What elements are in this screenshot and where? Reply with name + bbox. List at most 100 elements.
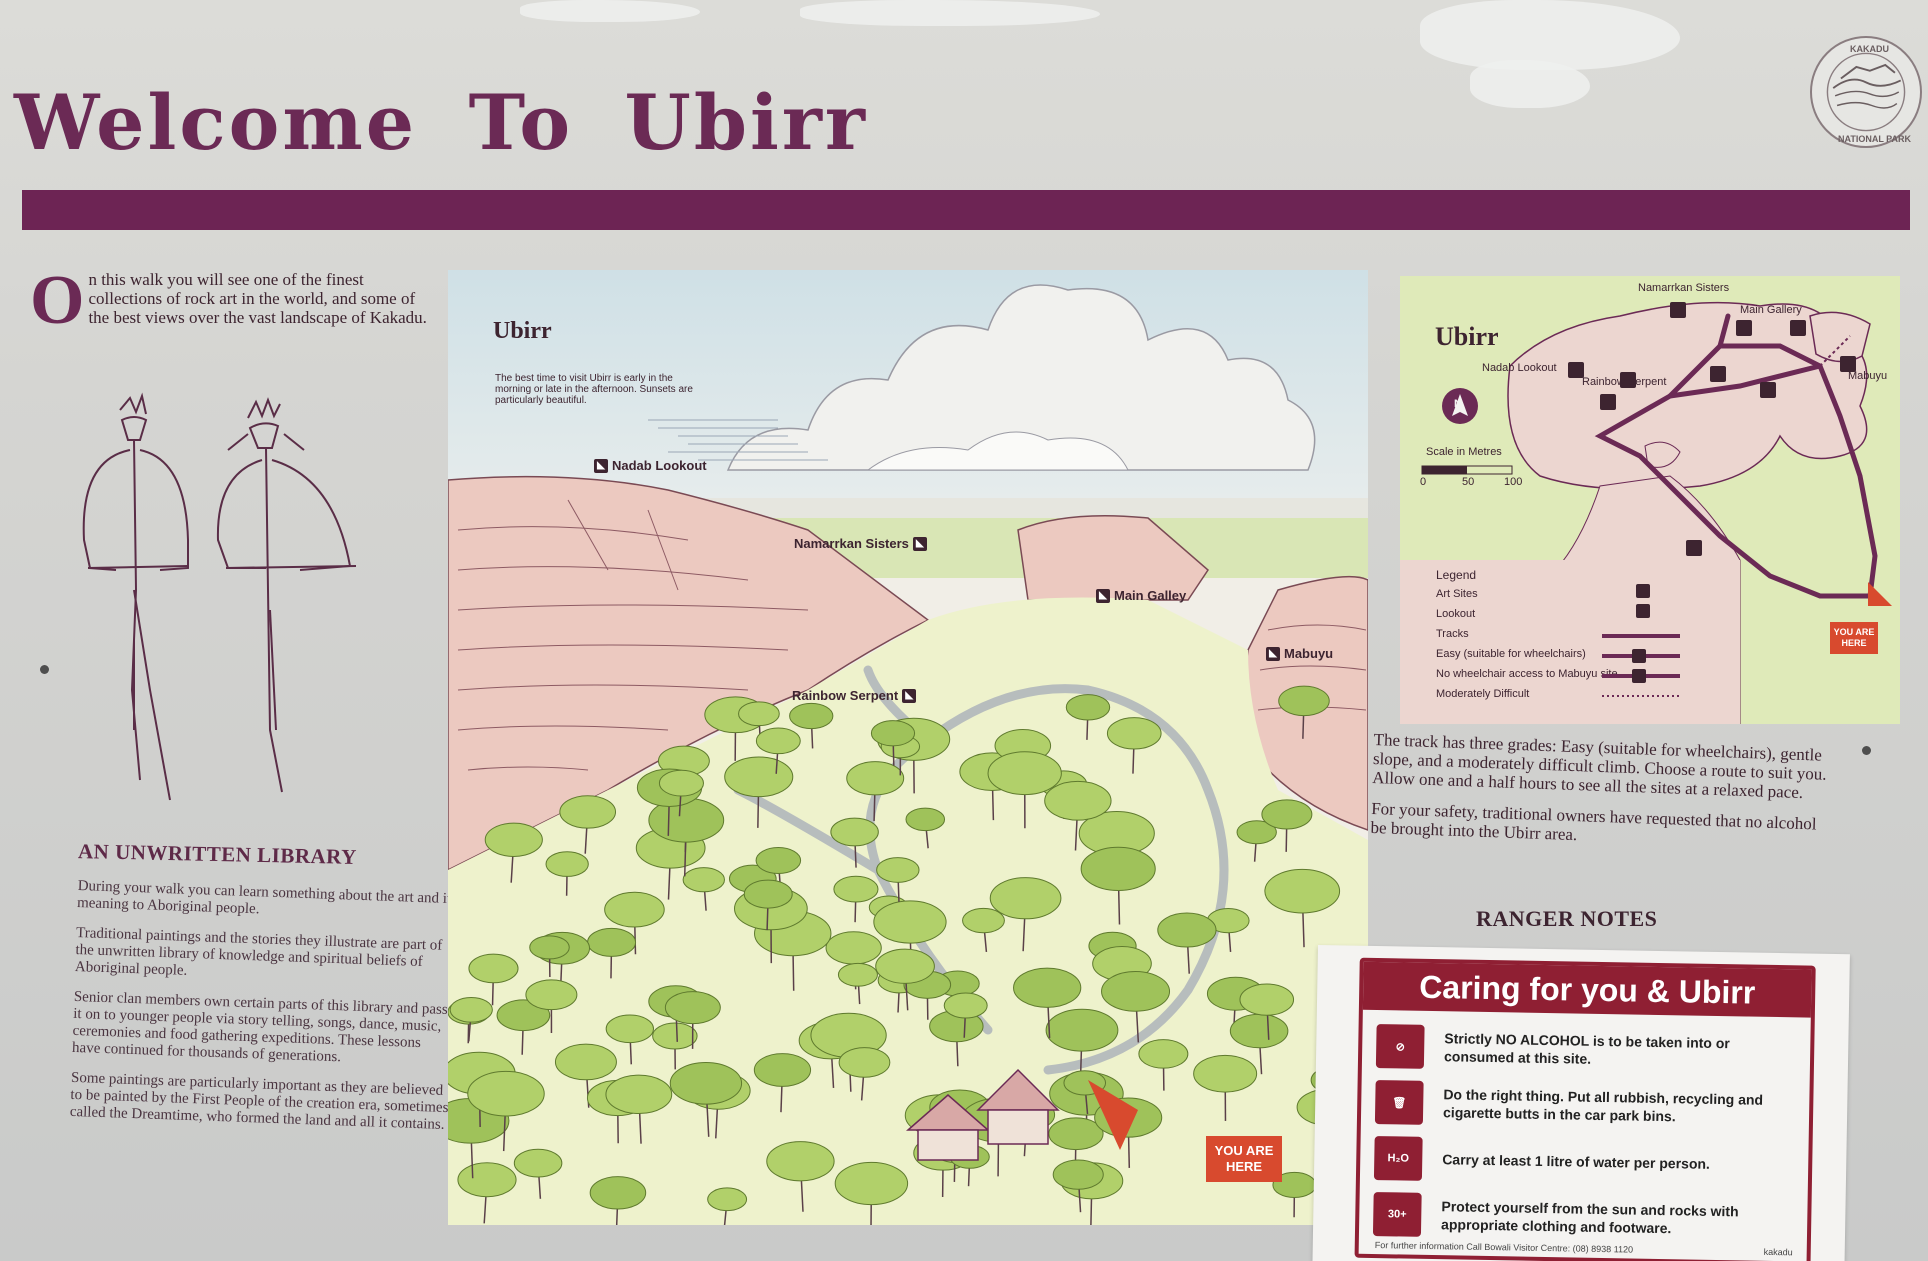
tree-canopy: [1157, 912, 1217, 948]
kakadu-brand: kakadu: [1763, 1246, 1793, 1258]
caring-heading: Caring for you & Ubirr: [1362, 961, 1812, 1018]
tree-canopy: [605, 1014, 655, 1044]
tree-canopy: [496, 999, 551, 1032]
scene-note: The best time to visit Ubirr is early in…: [495, 373, 693, 406]
library-paragraph: Traditional paintings and the stories th…: [74, 924, 443, 979]
label-rainbow-serpent: Rainbow Serpent ◣: [792, 688, 917, 703]
tree-canopy: [484, 822, 543, 857]
logo-top-text: KAKADU: [1850, 44, 1889, 54]
tree-canopy: [457, 1162, 517, 1198]
label-text: Mabuyu: [1284, 646, 1334, 661]
tree-canopy: [513, 1148, 563, 1178]
tree-canopy: [755, 727, 801, 755]
map-label-rainbow: Rainbow Serpent: [1582, 376, 1667, 388]
tree-canopy: [830, 817, 879, 847]
library-paragraph: During your walk you can learn something…: [76, 878, 458, 918]
tree-canopy: [833, 875, 879, 903]
tree-canopy: [1264, 868, 1341, 914]
legend-item: Easy (suitable for wheelchairs): [1436, 648, 1586, 660]
legend-item: No wheelchair access to Mabuyu site: [1436, 668, 1618, 680]
caring-notice-frame: Caring for you & Ubirr ⊘ Strictly NO ALC…: [1354, 957, 1816, 1261]
tree-canopy: [738, 701, 780, 727]
legend-item: Art Sites: [1436, 588, 1478, 600]
tree-canopy: [837, 962, 878, 987]
tree-canopy: [825, 931, 882, 965]
scale-tick: 0: [1420, 476, 1427, 488]
scale-title: Scale in Metres: [1426, 446, 1502, 458]
tree-canopy: [1080, 846, 1156, 892]
map-label-nadab: Nadab Lookout: [1482, 362, 1557, 374]
tree-canopy: [449, 996, 493, 1023]
ranger-notes-heading: RANGER NOTES: [1476, 906, 1658, 931]
tree-canopy: [604, 891, 665, 928]
safety-paragraph: For your safety, traditional owners have…: [1370, 798, 1817, 845]
map-label-namarrkan: Namarrkan Sisters: [1638, 282, 1730, 294]
water-icon: H₂O: [1373, 1136, 1423, 1181]
tree-canopy: [1045, 1008, 1119, 1052]
tree-canopy: [834, 1161, 909, 1206]
rule-text: Protect yourself from the sun and rocks …: [1441, 1198, 1739, 1237]
library-text: During your walk you can learn something…: [69, 878, 458, 1147]
library-heading: AN UNWRITTEN LIBRARY: [77, 839, 358, 869]
label-text: Rainbow Serpent: [792, 688, 899, 703]
peeling-paint: [520, 0, 700, 22]
tree-canopy: [1138, 1039, 1189, 1069]
track-description: The track has three grades: Easy (suitab…: [1370, 730, 1834, 865]
peeling-paint: [800, 0, 1100, 26]
rule-text: Do the right thing. Put all rubbish, rec…: [1442, 1086, 1764, 1125]
mounting-screw: [40, 665, 49, 674]
label-text: Nadab Lookout: [612, 458, 707, 473]
tree-canopy: [529, 935, 570, 960]
tree-canopy: [876, 857, 920, 883]
tree-canopy: [755, 846, 802, 874]
tree-canopy: [1048, 1117, 1104, 1151]
tree-canopy: [905, 807, 946, 832]
ubirr-track-map: Ubirr Namarrkan Sisters Main Gallery Nad…: [1400, 276, 1900, 724]
track-paragraph: The track has three grades: Easy (suitab…: [1372, 730, 1827, 803]
you-are-here-marker: YOU ARE HERE: [1206, 1136, 1282, 1182]
rule-row: ⊘ Strictly NO ALCOHOL is to be taken int…: [1375, 1024, 1789, 1075]
logo-bottom-text: NATIONAL PARK: [1838, 134, 1911, 144]
legend-heading: Legend: [1436, 568, 1477, 582]
ubirr-illustration: Ubirr The best time to visit Ubirr is ea…: [448, 270, 1368, 1225]
sun-protection-icon: 30+: [1372, 1192, 1422, 1237]
peeling-paint: [1470, 60, 1590, 108]
intro-paragraph: O n this walk you will see one of the fi…: [30, 266, 430, 336]
rule-text: Carry at least 1 litre of water per pers…: [1442, 1151, 1711, 1172]
tree-canopy: [605, 1074, 673, 1115]
art-site-icon: ◣: [594, 458, 608, 473]
label-namarrkan-sisters: Namarrkan Sisters ◣: [794, 536, 927, 551]
map-legend: Legend Art Sites Lookout Tracks Easy (su…: [1400, 560, 1740, 724]
mounting-screw: [1862, 746, 1871, 755]
tree-canopy: [1278, 685, 1330, 717]
tree-canopy: [724, 756, 794, 798]
tree-canopy: [943, 992, 988, 1019]
tree-canopy: [652, 1022, 698, 1050]
tree-canopy: [838, 1047, 891, 1078]
library-paragraph: Some paintings are particularly importan…: [69, 1069, 449, 1133]
tree-canopy: [789, 702, 834, 730]
rule-text: Strictly NO ALCOHOL is to be taken into …: [1443, 1030, 1730, 1067]
tree-canopy: [870, 720, 916, 747]
tree-canopy: [1239, 983, 1295, 1016]
art-site-icon: ◣: [1266, 646, 1280, 661]
tree-canopy: [1065, 694, 1111, 721]
tree-canopy: [658, 769, 704, 797]
tree-canopy: [1106, 717, 1162, 750]
map-you-are-here-marker: YOU ARE HERE: [1830, 622, 1878, 654]
art-site-icon: ◣: [912, 536, 927, 551]
tree-canopy: [707, 1187, 748, 1212]
tree-canopy: [962, 907, 1005, 934]
caring-footer: For further information Call Bowali Visi…: [1374, 1240, 1634, 1255]
tree-canopy: [753, 1053, 812, 1087]
intro-text: n this walk you will see one of the fine…: [88, 270, 427, 327]
tree-canopy: [467, 1070, 545, 1117]
library-paragraph: Senior clan members own certain parts of…: [71, 988, 448, 1066]
tree-canopy: [873, 900, 947, 944]
tree-canopy: [846, 761, 905, 796]
scale-tick: 100: [1504, 476, 1523, 488]
tree-canopy: [743, 879, 793, 909]
rule-row: 🗑 Do the right thing. Put all rubbish, r…: [1374, 1080, 1788, 1131]
legend-symbols: [1602, 584, 1680, 697]
